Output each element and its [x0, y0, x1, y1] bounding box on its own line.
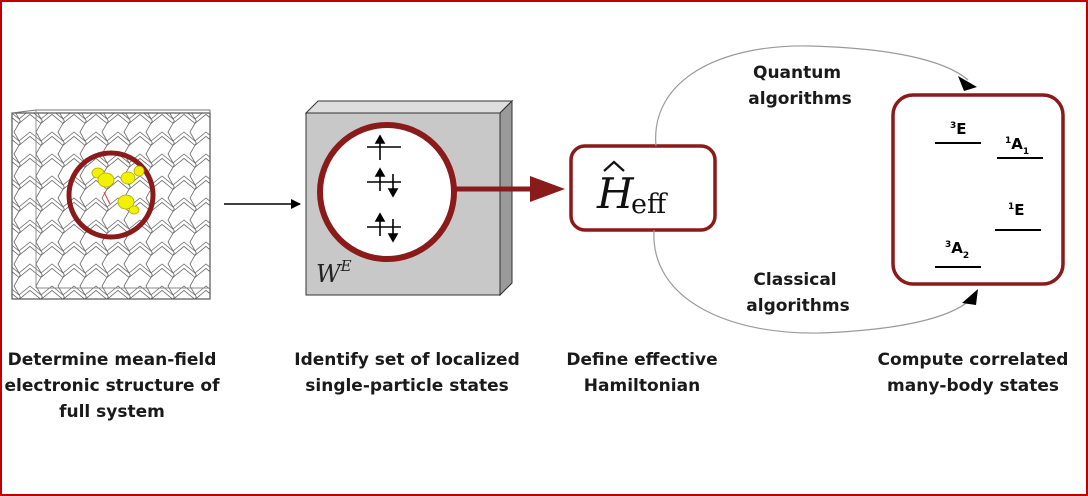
- caption-step1: Determine mean-field electronic structur…: [2, 347, 222, 425]
- hamiltonian-subscript: eff: [631, 189, 668, 220]
- lattice-line: [12, 197, 210, 208]
- bond: [103, 191, 111, 205]
- atom: [133, 165, 145, 177]
- orbital-levels: [367, 134, 401, 243]
- orbital-highlight-circle: [317, 122, 457, 262]
- state-label-1A1: 1A1: [1005, 135, 1029, 157]
- spin-down-arrow: [387, 233, 399, 243]
- many-body-states-panel: 3E 1A1 1E 3A2: [891, 93, 1065, 286]
- quantum-algorithms-label: Quantum algorithms: [748, 63, 851, 109]
- lattice-line: [12, 131, 210, 142]
- caption-line: Identify set of localized: [294, 350, 520, 370]
- caption-line: single-particle states: [305, 376, 509, 396]
- caption-step2: Identify set of localized single-particl…: [292, 347, 522, 399]
- caption-step4: Compute correlated many-body states: [868, 347, 1078, 399]
- spin-up-arrow: [374, 212, 386, 222]
- caption-line: Determine mean-field: [7, 350, 217, 370]
- crystal-lattice-panel: [11, 109, 218, 319]
- lattice-line: [12, 223, 210, 234]
- states-box: [891, 93, 1065, 286]
- lattice-line: [12, 113, 210, 124]
- lattice-line: [35, 113, 43, 299]
- lattice-line: [212, 110, 218, 319]
- state-label-1E: 1E: [1008, 201, 1025, 219]
- lattice-line: [123, 113, 131, 299]
- arrow-step2-to-step3: [456, 176, 565, 202]
- block-side-face: [499, 99, 513, 297]
- spin-up-arrow: [374, 134, 386, 144]
- lattice-line: [12, 175, 210, 186]
- box-label-W: WE: [316, 257, 352, 288]
- lattice-line: [12, 219, 210, 230]
- caption-line: full system: [59, 402, 165, 422]
- state-label-3A2: 3A2: [945, 239, 969, 261]
- atom: [120, 171, 136, 185]
- lattice-line: [12, 263, 210, 274]
- atom: [97, 172, 115, 188]
- lattice-front-face: [11, 112, 211, 300]
- lattice-line: [13, 113, 21, 299]
- algorithm-loop: [653, 45, 971, 334]
- classical-path: [653, 229, 971, 334]
- lattice-line: [12, 113, 210, 120]
- caption-line: Compute correlated: [877, 350, 1069, 370]
- defect-highlight-circle: [66, 150, 156, 240]
- atom: [128, 205, 140, 215]
- quantum-path: [655, 45, 969, 147]
- lattice-line: [167, 113, 175, 299]
- lattice-line: [57, 113, 65, 299]
- defect-atoms: [91, 165, 145, 215]
- caption-line: Define effective: [566, 350, 718, 370]
- lattice-line: [189, 113, 197, 299]
- hat-accent: [603, 160, 625, 172]
- lattice-line: [79, 113, 87, 299]
- spin-up-arrow: [374, 167, 386, 177]
- classical-arrowhead: [962, 289, 978, 305]
- lattice-line: [12, 285, 210, 296]
- lattice-line: [12, 289, 210, 299]
- localized-states-panel: WE: [304, 99, 514, 297]
- lattice-top-edge: [11, 109, 211, 114]
- caption-line: many-body states: [887, 376, 1059, 396]
- hamiltonian-symbol: H: [596, 169, 635, 218]
- lattice-line: [12, 157, 210, 168]
- classical-algorithms-label: Classical algorithms: [746, 270, 849, 316]
- lattice-line: [12, 241, 210, 252]
- hamiltonian-panel: H eff: [569, 144, 717, 232]
- caption-step3: Define effective Hamiltonian: [557, 347, 727, 399]
- lattice-line: [12, 267, 210, 278]
- spin-down-arrow: [387, 188, 399, 198]
- lattice-line: [12, 135, 210, 146]
- lattice-line: [12, 245, 210, 256]
- lattice-mesh: [12, 110, 218, 319]
- state-label-3E: 3E: [950, 120, 967, 138]
- caption-line: Hamiltonian: [583, 376, 701, 396]
- lattice-line: [101, 113, 109, 299]
- quantum-arrowhead: [958, 76, 977, 91]
- caption-line: electronic structure of: [4, 376, 220, 396]
- atom: [117, 194, 135, 210]
- lattice-line: [12, 179, 210, 190]
- block-top-face: [304, 100, 514, 114]
